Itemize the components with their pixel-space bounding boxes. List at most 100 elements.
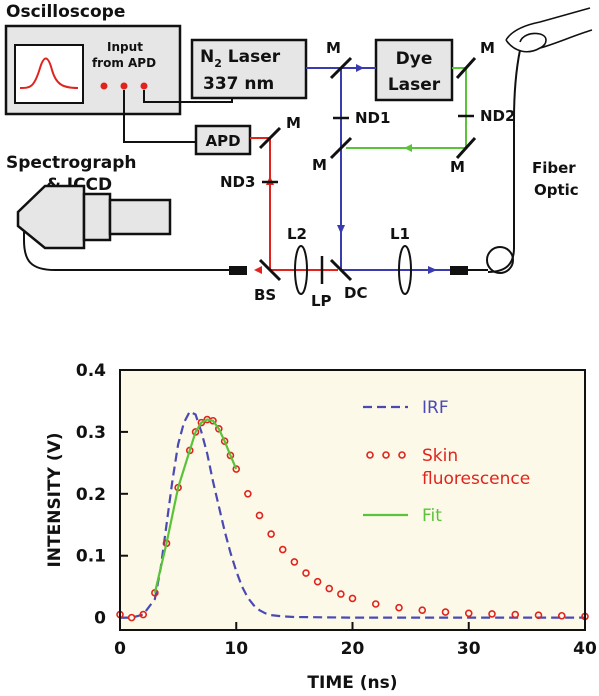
x-tick-label: 20	[341, 639, 365, 659]
spectrograph-body	[16, 184, 86, 250]
arrow-red-left	[254, 266, 262, 274]
dye-laser-line1: Dye	[396, 49, 433, 69]
fluorescence-point	[220, 437, 229, 445]
mirror	[455, 56, 477, 80]
n2-laser-wavelength: 337 nm	[203, 74, 274, 94]
nd1-label: ND1	[355, 109, 390, 127]
fluorescence-point	[557, 611, 566, 620]
bs-label: BS	[254, 286, 276, 304]
mirror-label: M	[450, 158, 465, 176]
arrow-red-up	[266, 176, 274, 185]
legend-fluorescence-marker	[398, 451, 406, 459]
fluorescence-point	[267, 530, 275, 538]
x-tick-label: 40	[573, 639, 597, 659]
fiber-to-probe	[487, 49, 521, 273]
n2-laser-name: N2 Laser	[200, 47, 281, 70]
dye-laser-box	[374, 38, 454, 102]
oscilloscope-input-dot	[140, 82, 148, 90]
arrow-uv	[356, 64, 364, 72]
mirror	[258, 126, 282, 150]
legend-fluorescence-label: fluorescence	[422, 469, 530, 489]
y-tick-label: 0.2	[76, 485, 106, 505]
spectrograph-line1: Spectrograph	[6, 153, 137, 173]
fluorescence-point	[511, 610, 520, 619]
legend-fluorescence-marker	[382, 451, 390, 459]
hand-icon	[505, 7, 593, 53]
fluorescence-point	[488, 610, 496, 618]
decay-chart: 0 10 20 30 40 0 0.1 0.2 0.3 0.4 TIME (ns) INTENSI…	[45, 361, 597, 693]
legend-fit-label: Fit	[422, 506, 442, 526]
fluorescence-point	[139, 610, 148, 619]
cable-apd	[123, 90, 196, 143]
oscilloscope-trace	[19, 57, 79, 89]
fluorescence-point	[226, 451, 235, 460]
dichroic-mirror	[329, 258, 353, 282]
spectrograph-neck	[82, 192, 112, 242]
fiber-to-spectrograph	[23, 232, 229, 271]
fiber-optic-line2: Optic	[534, 181, 579, 199]
fluorescence-point	[244, 490, 252, 498]
plot-frame	[119, 369, 586, 631]
legend-fluorescence-label: Skin	[422, 446, 458, 466]
mirror	[455, 136, 477, 160]
fluorescence-point	[215, 425, 223, 433]
fluorescence-point	[313, 577, 322, 586]
x-tick-label: 10	[224, 639, 248, 659]
y-tick-label: 0.4	[76, 361, 106, 381]
iccd-camera	[108, 198, 172, 236]
fluorescence-point	[302, 569, 310, 577]
x-tick-label: 0	[114, 639, 126, 659]
fluorescence-point	[418, 606, 427, 614]
x-axis-label: TIME (ns)	[307, 673, 397, 693]
y-tick-label: 0.3	[76, 423, 106, 443]
dye-laser-line2: Laser	[388, 75, 441, 95]
mirror	[329, 56, 353, 80]
mirror-label: M	[312, 156, 327, 174]
l2-label: L2	[287, 225, 307, 243]
apd-label: APD	[205, 132, 240, 150]
fluorescence-point	[337, 590, 345, 598]
fluorescence-point	[534, 611, 543, 619]
nd3-label: ND3	[220, 173, 255, 191]
fluorescence-point	[232, 465, 241, 473]
n2-laser-box	[190, 38, 308, 100]
fluorescence-point	[395, 603, 403, 612]
nd2-label: ND2	[480, 107, 515, 125]
fiber-connector	[450, 266, 468, 275]
arrow-uv-right	[428, 266, 437, 274]
arrow-green	[404, 144, 412, 152]
legend-fluorescence-marker	[366, 451, 374, 459]
legend-irf-label: IRF	[422, 398, 449, 418]
fluorescence-point	[441, 608, 450, 616]
fluorescence-point	[278, 545, 287, 554]
y-tick-label: 0	[94, 609, 106, 629]
lp-label: LP	[311, 292, 332, 310]
fluorescence-point	[290, 558, 299, 566]
oscilloscope-input-line2: from APD	[92, 56, 156, 70]
mirror-label: M	[326, 39, 341, 57]
apd-box	[194, 124, 252, 156]
y-tick-label: 0.1	[76, 547, 106, 567]
oscilloscope-input-dot	[120, 82, 128, 90]
fluorescence-point	[255, 511, 264, 520]
fiber-optic-line1: Fiber	[532, 159, 576, 177]
fit-line	[153, 418, 238, 594]
oscilloscope-input-dot	[100, 82, 108, 90]
beam-splitter	[258, 258, 282, 282]
lens-l1	[398, 245, 412, 295]
oscilloscope-title: Oscilloscope	[6, 2, 125, 22]
x-tick-label: 30	[457, 639, 481, 659]
dc-label: DC	[344, 284, 367, 302]
fluorescence-point	[127, 613, 136, 622]
irf-line	[120, 409, 585, 619]
fluorescence-point	[325, 584, 334, 593]
y-axis-label: INTENSITY (V)	[45, 432, 65, 567]
fluorescence-point	[464, 609, 473, 618]
l1-label: L1	[390, 225, 410, 243]
fluorescence-point	[348, 594, 357, 603]
oscilloscope-input-line1: Input	[107, 40, 143, 54]
oscilloscope-screen	[14, 44, 84, 104]
mirror	[329, 136, 353, 160]
